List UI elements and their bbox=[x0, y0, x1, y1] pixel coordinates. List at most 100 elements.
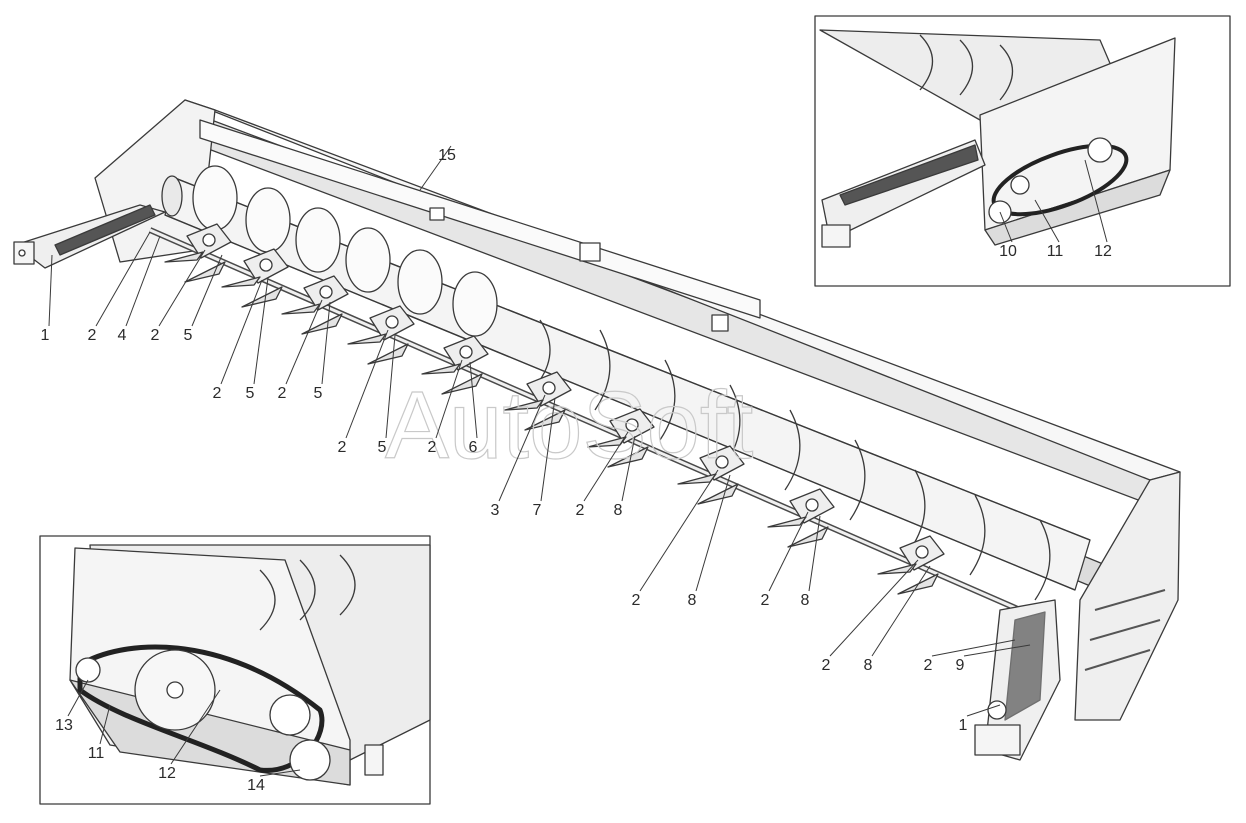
part-number-label: 2 bbox=[761, 592, 770, 609]
row-unit-hub bbox=[715, 455, 729, 469]
watermark: AutoSoft bbox=[385, 372, 753, 479]
leader-line bbox=[1034, 199, 1060, 243]
row-unit-hub bbox=[259, 258, 273, 272]
part-number-label: 2 bbox=[213, 385, 222, 402]
leader-line bbox=[871, 565, 931, 657]
gathering-finger bbox=[421, 363, 461, 375]
part-number-label: 2 bbox=[632, 592, 641, 609]
gathering-fingers bbox=[164, 251, 939, 595]
part-number-label: 13 bbox=[55, 717, 73, 734]
leader-line bbox=[48, 254, 53, 327]
leader-line bbox=[345, 329, 389, 439]
left-drive-arm bbox=[13, 204, 166, 269]
gathering-finger bbox=[184, 261, 226, 283]
gathering-finger bbox=[877, 563, 917, 575]
leader-line bbox=[583, 431, 629, 502]
gathering-finger bbox=[587, 436, 627, 448]
row-unit-hub bbox=[625, 418, 639, 432]
leader-line bbox=[639, 469, 719, 592]
right-drive-arm bbox=[974, 599, 1061, 761]
part-number-label: 2 bbox=[88, 327, 97, 344]
leader-line bbox=[99, 704, 111, 745]
gathering-finger bbox=[607, 446, 649, 468]
part-number-label: 2 bbox=[428, 439, 437, 456]
part-number-label: 5 bbox=[378, 439, 387, 456]
leader-line bbox=[170, 689, 221, 765]
leader-lines bbox=[48, 145, 1108, 777]
inset-bottom-drive bbox=[69, 544, 431, 786]
row-unit-hub bbox=[459, 345, 473, 359]
drive-shaft bbox=[148, 227, 1022, 613]
gathering-finger bbox=[367, 343, 409, 365]
gathering-finger bbox=[281, 303, 321, 315]
leader-line bbox=[158, 249, 206, 327]
part-number-label: 2 bbox=[822, 657, 831, 674]
row-unit-hub bbox=[385, 315, 399, 329]
row-units bbox=[186, 223, 945, 571]
leader-line bbox=[963, 644, 1031, 657]
row-unit-hub bbox=[915, 545, 929, 559]
row-unit-hub bbox=[319, 285, 333, 299]
leader-line bbox=[220, 279, 263, 385]
row-unit-hub bbox=[202, 233, 216, 247]
part-number-label: 15 bbox=[438, 147, 456, 164]
leader-line bbox=[385, 334, 396, 439]
part-number-label: 4 bbox=[118, 327, 127, 344]
part-number-label: 6 bbox=[469, 439, 478, 456]
part-number-label: 8 bbox=[688, 592, 697, 609]
part-number-label: 11 bbox=[1047, 243, 1064, 260]
part-number-label: 8 bbox=[864, 657, 873, 674]
gathering-finger bbox=[221, 276, 261, 288]
inset-top-drive bbox=[819, 29, 1176, 248]
part-number-label: 8 bbox=[801, 592, 810, 609]
part-number-label: 8 bbox=[614, 502, 623, 519]
gathering-finger bbox=[787, 526, 829, 548]
leader-line bbox=[191, 254, 223, 327]
part-number-label: 5 bbox=[184, 327, 193, 344]
part-number-label: 2 bbox=[338, 439, 347, 456]
leader-line bbox=[540, 397, 556, 502]
leader-line bbox=[253, 277, 269, 385]
part-number-label: 1 bbox=[959, 717, 968, 734]
part-number-label: 14 bbox=[247, 777, 265, 794]
part-number-label: 3 bbox=[491, 502, 500, 519]
leader-line bbox=[829, 559, 919, 657]
leader-line bbox=[621, 435, 636, 502]
part-number-label: 5 bbox=[314, 385, 323, 402]
leader-line bbox=[419, 145, 452, 191]
leader-line bbox=[125, 235, 161, 327]
gathering-finger bbox=[241, 286, 283, 308]
part-number-label: 5 bbox=[246, 385, 255, 402]
part-number-label: 12 bbox=[1094, 243, 1112, 260]
part-number-label: 10 bbox=[999, 243, 1017, 260]
part-number-label: 9 bbox=[956, 657, 965, 674]
leader-line bbox=[469, 361, 478, 439]
leader-line bbox=[931, 639, 1016, 657]
gathering-finger bbox=[164, 251, 204, 263]
part-number-label: 7 bbox=[533, 502, 542, 519]
part-number-label: 12 bbox=[158, 765, 176, 782]
leader-line bbox=[695, 474, 731, 592]
leader-line bbox=[498, 394, 546, 502]
row-unit-hub bbox=[542, 381, 556, 395]
gathering-finger bbox=[524, 409, 566, 431]
leader-line bbox=[768, 511, 809, 592]
leader-line bbox=[1084, 159, 1108, 243]
part-number-label: 11 bbox=[88, 745, 105, 762]
gathering-finger bbox=[504, 399, 544, 411]
auger-flighting bbox=[192, 165, 1051, 601]
leader-line bbox=[966, 704, 1001, 717]
leader-line bbox=[67, 679, 89, 717]
part-number-label: 2 bbox=[278, 385, 287, 402]
part-number-label: 1 bbox=[41, 327, 50, 344]
leader-line bbox=[808, 515, 821, 592]
leader-line bbox=[435, 359, 463, 439]
leader-line bbox=[999, 211, 1013, 243]
gathering-finger bbox=[697, 483, 739, 505]
gathering-finger bbox=[301, 313, 343, 335]
leader-line bbox=[321, 301, 331, 385]
leader-line bbox=[285, 299, 323, 385]
row-unit-hub bbox=[805, 498, 819, 512]
